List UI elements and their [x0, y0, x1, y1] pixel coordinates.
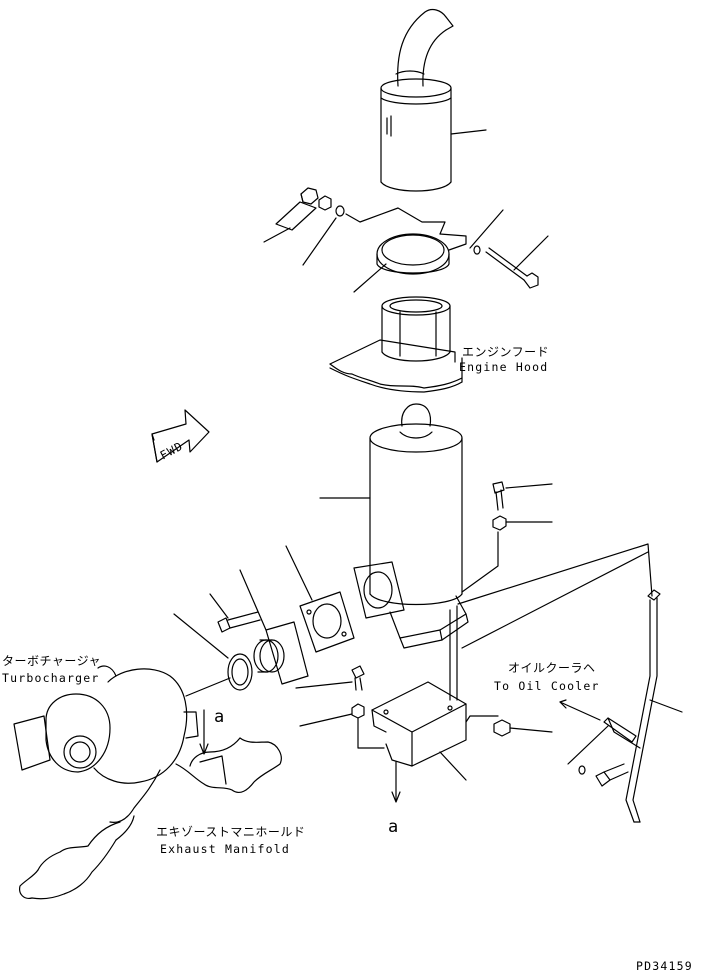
- lower-bracket: [371, 681, 467, 781]
- small-bolt: [209, 593, 261, 633]
- manifold-label-en: Exhaust Manifold: [160, 842, 290, 856]
- muffler-bracket: [353, 561, 469, 649]
- ref-a-upper-arrow: [199, 709, 209, 755]
- fwd-arrow: FWD: [151, 409, 210, 463]
- rain-cap-cylinder: [380, 78, 487, 192]
- engine-hood-panel: [329, 339, 463, 393]
- tube-clip-bolt: [567, 725, 629, 787]
- manifold-label-jp: エキゾーストマニホールド: [156, 825, 305, 839]
- fwd-arrow-label: FWD: [158, 439, 186, 463]
- ref-a-lower-label: a: [388, 817, 398, 837]
- drawing-number: PD34159: [636, 959, 693, 973]
- leader-lines: [457, 543, 653, 649]
- exhaust-elbow-pipe: [395, 8, 454, 87]
- ref-a-upper-label: a: [214, 707, 224, 727]
- clamp-band: [353, 233, 467, 293]
- bracket-nut: [465, 715, 553, 737]
- oil-cooler-label-en: To Oil Cooler: [494, 679, 600, 693]
- engine-hood-label-jp: エンジンフード: [462, 345, 549, 359]
- gasket: [285, 545, 355, 653]
- turbocharger: [13, 665, 199, 823]
- ref-a-lower-arrow: [391, 761, 401, 803]
- oil-cooler-label-jp: オイルクーラヘ: [508, 661, 596, 675]
- turbo-label-jp: ターボチャージャ: [2, 654, 101, 668]
- exhaust-manifold: [19, 737, 282, 900]
- adapter-flange: [239, 569, 309, 685]
- bracket-bolt-nut: [295, 665, 385, 749]
- hood-stack-pipe: [381, 296, 451, 362]
- engine-hood-label-en: Engine Hood: [459, 360, 548, 374]
- stud: [449, 605, 458, 701]
- muffler-bolt-nut: [461, 481, 553, 593]
- oil-cooler-tube: [559, 589, 683, 823]
- ring-gasket: [173, 613, 253, 697]
- clamp-bolt: [469, 209, 549, 289]
- nut-washer-group: [263, 187, 446, 266]
- muffler: [319, 403, 463, 606]
- turbo-label-en: Turbocharger: [2, 671, 99, 685]
